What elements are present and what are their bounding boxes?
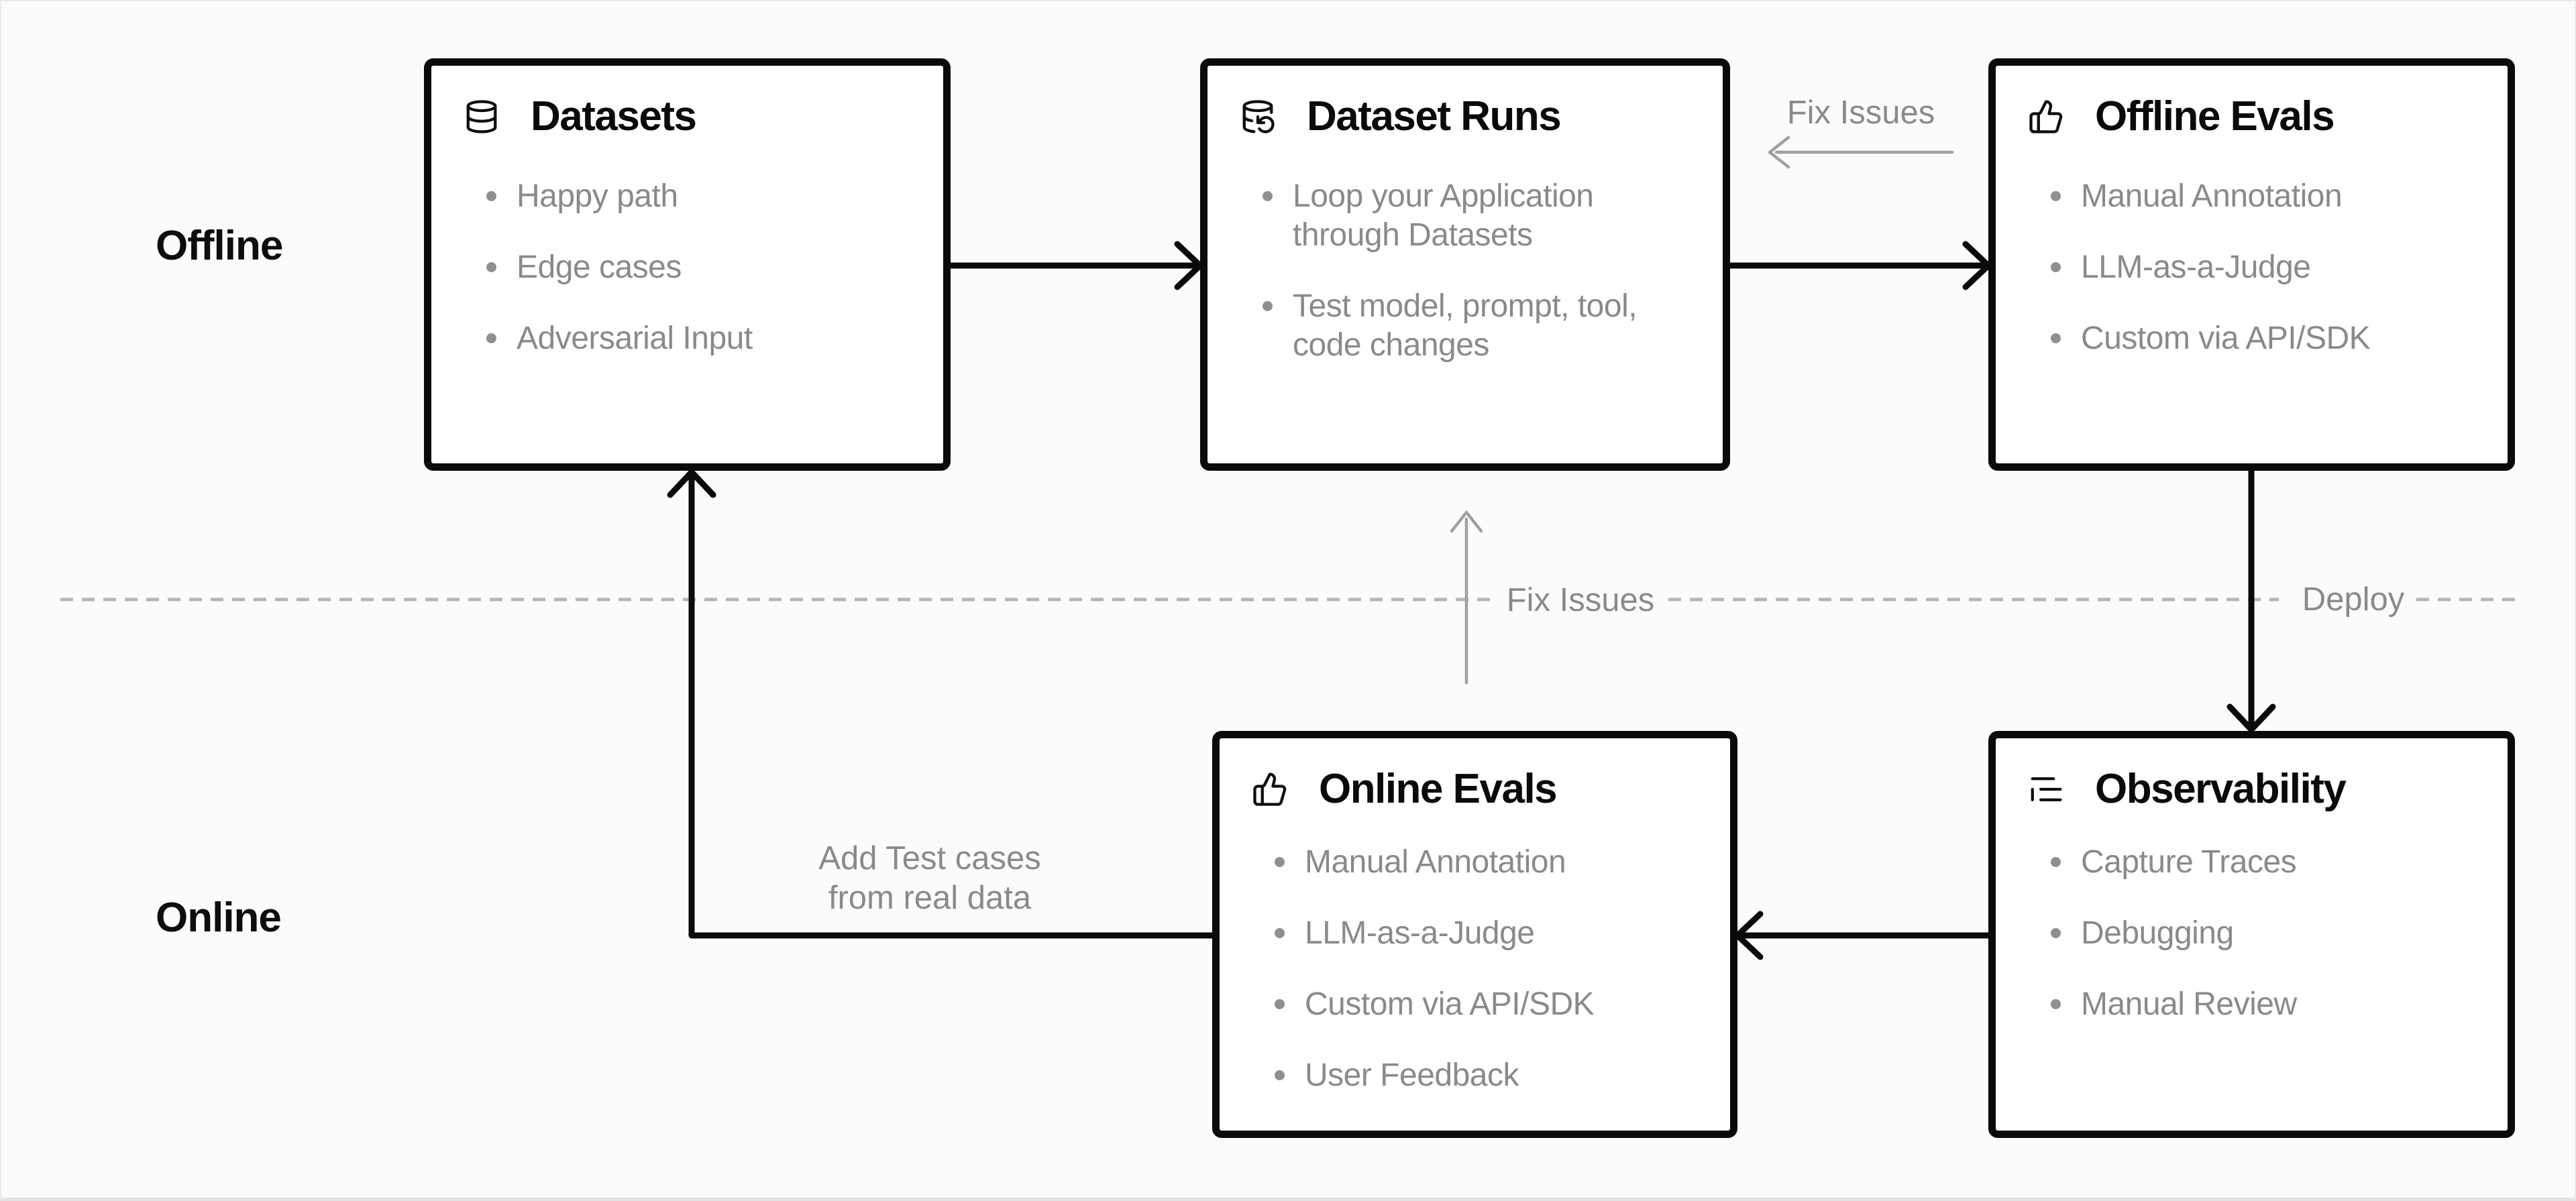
- trace-list-icon: [2028, 771, 2064, 807]
- list-item: Manual Annotation: [2028, 177, 2483, 216]
- arrow-online-evals-to-datasets: [667, 469, 1216, 939]
- offline-lane-label: Offline: [156, 223, 283, 269]
- arrow-dataset-runs-to-offline-evals: [1727, 241, 1992, 290]
- list-item: Custom via API/SDK: [1252, 985, 1706, 1024]
- arrow-datasets-to-dataset-runs: [947, 241, 1203, 290]
- observability-item-list: Capture Traces Debugging Manual Review: [2028, 843, 2483, 1024]
- thumbs-up-icon: [2028, 99, 2064, 135]
- arrow-offline-evals-to-observability: [2226, 467, 2276, 733]
- observability-title: Observability: [2095, 766, 2347, 812]
- datasets-item-list: Happy path Edge cases Adversarial Input: [464, 177, 919, 358]
- dataset-runs-title: Dataset Runs: [1307, 93, 1562, 139]
- thumbs-up-icon: [1252, 771, 1288, 807]
- list-item: Manual Review: [2028, 985, 2483, 1024]
- fix-issues-top-arrow: [1768, 135, 1954, 169]
- list-item: Edge cases: [464, 248, 919, 287]
- offline-evals-box: Offline Evals Manual Annotation LLM-as-a…: [1988, 58, 2515, 471]
- add-test-cases-label: Add Test cases from real data: [818, 839, 1040, 918]
- dataset-runs-box: Dataset Runs Loop your Application throu…: [1200, 58, 1730, 471]
- offline-evals-item-list: Manual Annotation LLM-as-a-Judge Custom …: [2028, 177, 2483, 358]
- observability-box: Observability Capture Traces Debugging M…: [1988, 731, 2515, 1138]
- online-lane-label: Online: [156, 895, 282, 941]
- list-item: Happy path: [464, 177, 919, 216]
- list-item: LLM-as-a-Judge: [1252, 914, 1706, 953]
- add-test-cases-line1: Add Test cases: [818, 840, 1041, 876]
- fix-issues-mid-label: Fix Issues: [1506, 582, 1655, 618]
- dataset-runs-item-list: Loop your Application through Datasets T…: [1240, 177, 1699, 365]
- deploy-label: Deploy: [2302, 581, 2405, 618]
- online-evals-title: Online Evals: [1319, 766, 1558, 812]
- list-item: User Feedback: [1252, 1056, 1706, 1095]
- fix-issues-vertical-arrow: [1450, 510, 1483, 685]
- online-evals-item-list: Manual Annotation LLM-as-a-Judge Custom …: [1252, 843, 1706, 1095]
- online-evals-box: Online Evals Manual Annotation LLM-as-a-…: [1212, 731, 1737, 1138]
- database-backup-icon: [1240, 99, 1276, 135]
- list-item: Manual Annotation: [1252, 843, 1706, 882]
- list-item: LLM-as-a-Judge: [2028, 248, 2483, 287]
- list-item: Loop your Application through Datasets: [1240, 177, 1699, 255]
- fix-issues-top-label: Fix Issues: [1786, 95, 1935, 131]
- list-item: Adversarial Input: [464, 319, 919, 358]
- list-item: Custom via API/SDK: [2028, 319, 2483, 358]
- datasets-box: Datasets Happy path Edge cases Adversari…: [424, 58, 951, 471]
- database-icon: [464, 99, 500, 135]
- list-item: Capture Traces: [2028, 843, 2483, 882]
- list-item: Test model, prompt, tool, code changes: [1240, 287, 1699, 365]
- add-test-cases-line2: from real data: [828, 880, 1032, 916]
- offline-evals-title: Offline Evals: [2095, 93, 2335, 139]
- arrow-observability-to-online-evals: [1734, 911, 1992, 960]
- list-item: Debugging: [2028, 914, 2483, 953]
- datasets-title: Datasets: [531, 93, 697, 139]
